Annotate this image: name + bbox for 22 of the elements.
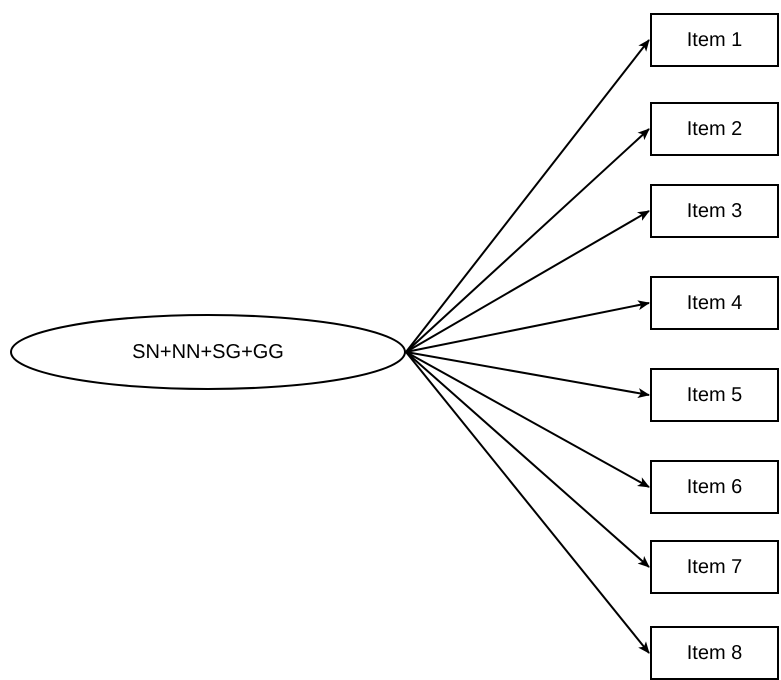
- node-label: Item 2: [686, 118, 742, 140]
- arrow: [405, 39, 650, 353]
- item-box: [650, 276, 779, 330]
- node-label: Item 7: [686, 556, 742, 578]
- ellipse-node: [10, 314, 406, 390]
- arrow: [405, 128, 650, 353]
- node-label: SN+NN+SG+GG: [132, 340, 284, 364]
- node-label: Item 6: [686, 476, 742, 498]
- node-label: Item 1: [686, 28, 742, 52]
- item-box: [650, 540, 779, 594]
- item-box: [650, 460, 779, 514]
- item-box: [650, 13, 779, 67]
- node-label: Item 3: [686, 200, 742, 222]
- node-label: Item 8: [686, 642, 742, 664]
- arrow: [406, 351, 650, 398]
- arrow: [405, 351, 650, 654]
- item-box: [650, 626, 779, 680]
- node-label: Item 5: [686, 384, 742, 406]
- item-box: [650, 102, 779, 156]
- node-label: Item 4: [686, 292, 742, 314]
- item-box: [650, 368, 779, 422]
- item-box: [650, 184, 779, 238]
